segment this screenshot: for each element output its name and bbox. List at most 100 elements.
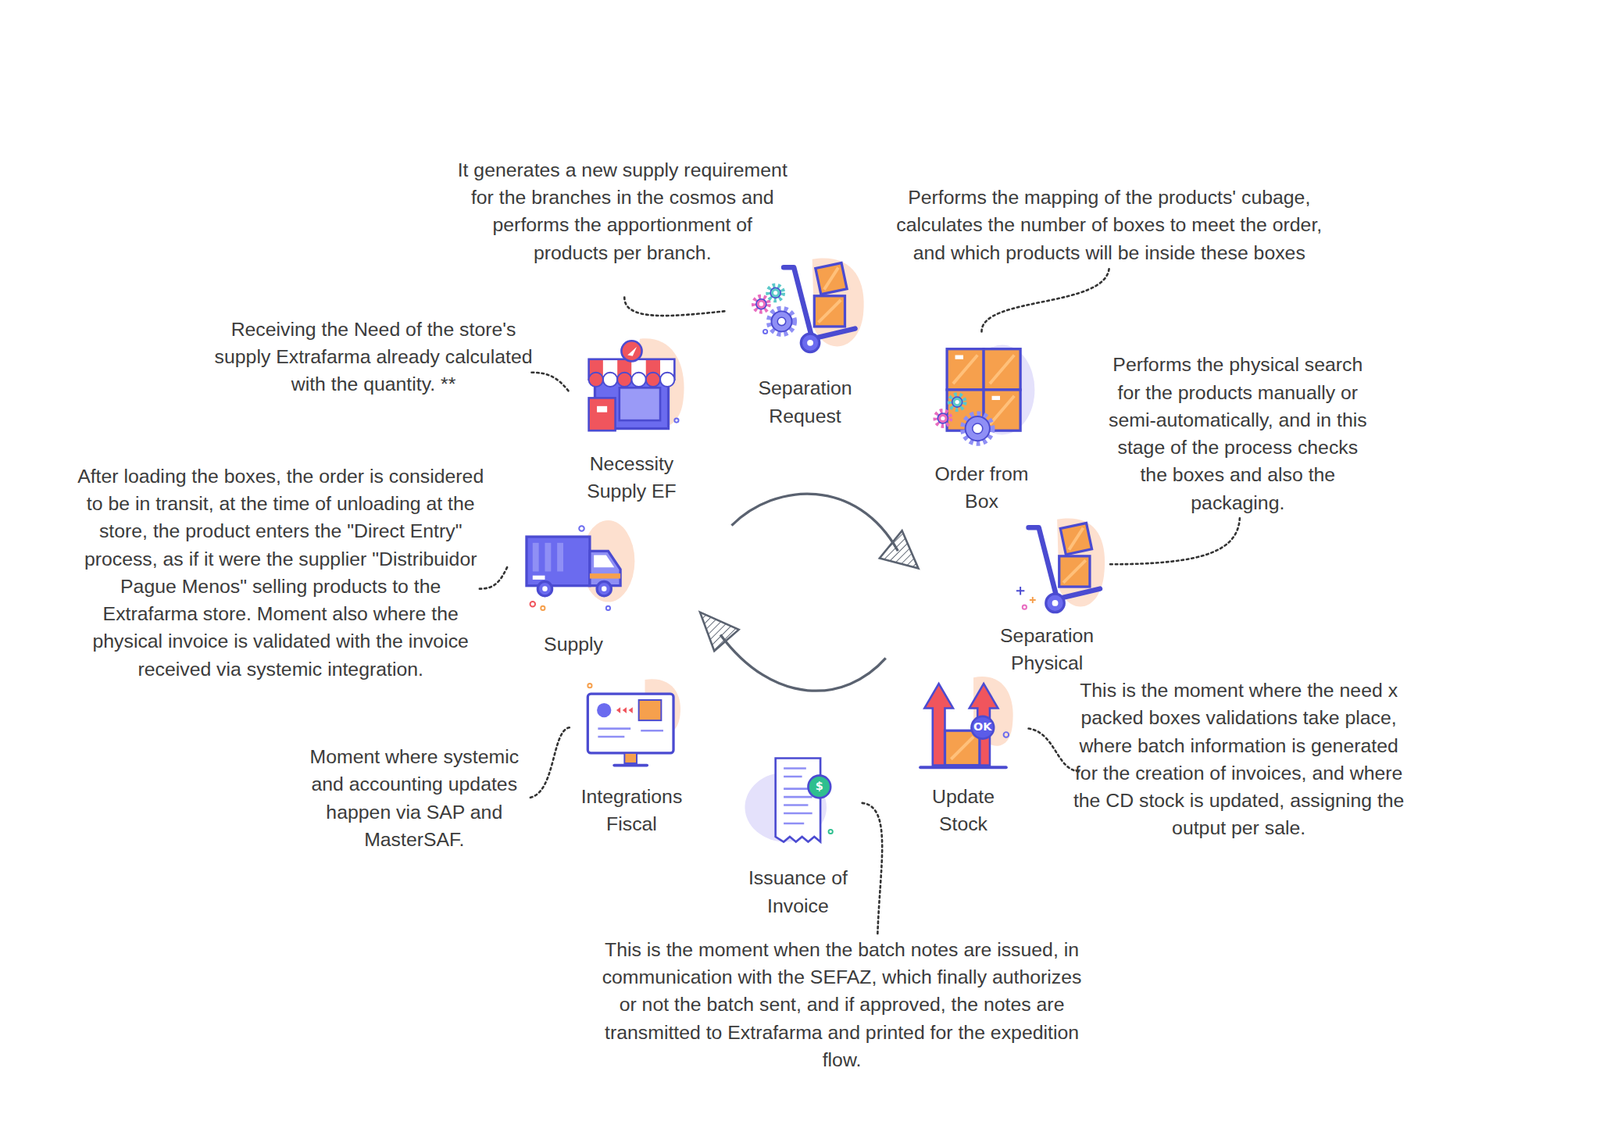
store-icon-part <box>589 372 604 387</box>
store-icon-part <box>621 340 642 361</box>
invoice-icon-part <box>783 768 813 825</box>
store-icon-part <box>589 397 616 431</box>
invoice-icon-part <box>828 829 833 834</box>
leader-line-part <box>624 296 725 316</box>
truck-icon-part <box>526 536 590 586</box>
truck-icon-part <box>557 542 564 572</box>
store-icon-part <box>603 372 618 387</box>
hand-truck-icon-part <box>756 299 767 310</box>
hand-truck-icon-part-part <box>820 267 843 290</box>
hand-truck-icon-part <box>1046 593 1065 613</box>
hand-truck-icon-part <box>783 267 855 339</box>
hand-truck-icon-part-part <box>815 262 847 294</box>
leader-line-part <box>1110 515 1240 565</box>
step-description: After loading the boxes, the order is co… <box>76 462 485 683</box>
hand-truck-icon-part-part <box>1060 523 1092 555</box>
truck-icon-part <box>596 581 611 596</box>
truck-icon-part <box>601 585 608 592</box>
hand-truck-icon <box>1016 518 1105 613</box>
hand-truck-icon-part <box>807 339 814 347</box>
boxes-icon-part <box>935 410 950 425</box>
hand-truck-icon <box>753 257 864 352</box>
store-icon-part <box>596 406 608 413</box>
leader-line-part <box>862 803 883 936</box>
boxes-icon-part <box>953 355 1015 425</box>
truck-icon-part <box>540 606 545 611</box>
store-icon-part <box>617 372 632 387</box>
truck-icon-part <box>537 581 552 596</box>
step-description: Performs the mapping of the products' cu… <box>879 183 1340 267</box>
invoice-icon-part <box>775 757 821 842</box>
hand-truck-icon-part <box>1029 596 1036 604</box>
process-step: Update StockThis is the moment where the… <box>907 678 1020 839</box>
store-icon-part <box>674 418 679 423</box>
boxes-icon-part <box>940 416 945 421</box>
truck-icon-part <box>606 606 611 611</box>
boxes-icon-part <box>952 396 963 408</box>
store-icon-part <box>619 387 661 421</box>
hand-truck-icon-part <box>771 310 792 332</box>
cycle-arrow-part <box>879 530 919 568</box>
monitor-icon-part <box>596 703 611 718</box>
monitor-icon-part <box>639 700 662 721</box>
monitor-icon-part <box>597 728 664 737</box>
truck-icon-part <box>593 555 615 568</box>
truck-icon-part <box>530 601 536 608</box>
stock-icon-part <box>950 736 974 760</box>
boxes-icon-part <box>965 416 990 441</box>
step-name: Supply <box>517 630 630 658</box>
boxes-icon-part <box>963 414 993 443</box>
boxes-icon-part <box>955 355 964 360</box>
hand-truck-icon-part <box>1063 560 1086 583</box>
hand-truck-icon-part <box>814 296 845 327</box>
cycle-arrow-part <box>700 612 740 652</box>
step-description: Performs the physical search for the pro… <box>1102 350 1373 517</box>
truck-icon-part <box>581 520 635 602</box>
step-description: This is the moment when the batch notes … <box>596 935 1087 1074</box>
process-step: Separation PhysicalPerforms the physical… <box>990 520 1104 677</box>
step-name: Issuance of Invoice <box>742 864 855 920</box>
monitor-icon-part <box>587 693 674 754</box>
boxes-icon-part <box>955 400 960 404</box>
truck-icon-part <box>589 573 621 579</box>
badge-label: $ <box>807 778 832 796</box>
boxes-icon-part <box>992 396 1000 400</box>
step-name: Integrations Fiscal <box>575 782 689 839</box>
stock-icon-part <box>1003 732 1010 738</box>
truck-icon-part <box>542 585 548 592</box>
hand-truck-icon-part <box>769 309 794 334</box>
monitor-icon-part <box>616 707 633 714</box>
process-step: Separation RequestIt generates a new sup… <box>749 257 862 430</box>
monitor-icon <box>587 678 681 765</box>
store-icon-part <box>631 372 646 387</box>
monitor-icon-part <box>587 683 592 688</box>
store-icon-part <box>646 372 661 387</box>
invoice-icon <box>744 757 833 842</box>
truck-icon-part <box>578 525 585 532</box>
hand-truck-icon-part <box>759 302 764 307</box>
hand-truck-icon-part <box>770 287 781 298</box>
hand-truck-icon-part <box>1016 586 1025 595</box>
leader-line-part <box>1028 728 1080 772</box>
step-description: Receiving the Need of the store's supply… <box>210 315 537 399</box>
boxes-icon-part <box>937 413 948 424</box>
hand-truck-icon-part <box>753 296 768 311</box>
process-step: Issuance of InvoiceThis is the moment wh… <box>742 755 855 920</box>
store-icon-part <box>627 346 637 357</box>
step-name: Separation Physical <box>990 621 1104 677</box>
hand-truck-icon-part <box>777 317 786 325</box>
process-step: Integrations FiscalMoment where systemic… <box>575 681 689 838</box>
monitor-icon-part <box>624 753 637 764</box>
process-step: Necessity Supply EFReceiving the Need of… <box>575 342 689 506</box>
monitor-icon-part <box>614 764 647 768</box>
leader-line-part <box>530 372 568 392</box>
truck-icon-part <box>532 542 540 572</box>
hand-truck-icon-part <box>768 285 783 300</box>
leader-line-part <box>479 567 508 589</box>
step-name: Necessity Supply EF <box>575 450 689 506</box>
hand-truck-icon-part <box>1028 527 1100 599</box>
process-step: SupplyAfter loading the boxes, the order… <box>517 520 630 658</box>
hand-truck-icon-part <box>800 333 820 353</box>
cycle-arrow-part <box>720 634 886 691</box>
